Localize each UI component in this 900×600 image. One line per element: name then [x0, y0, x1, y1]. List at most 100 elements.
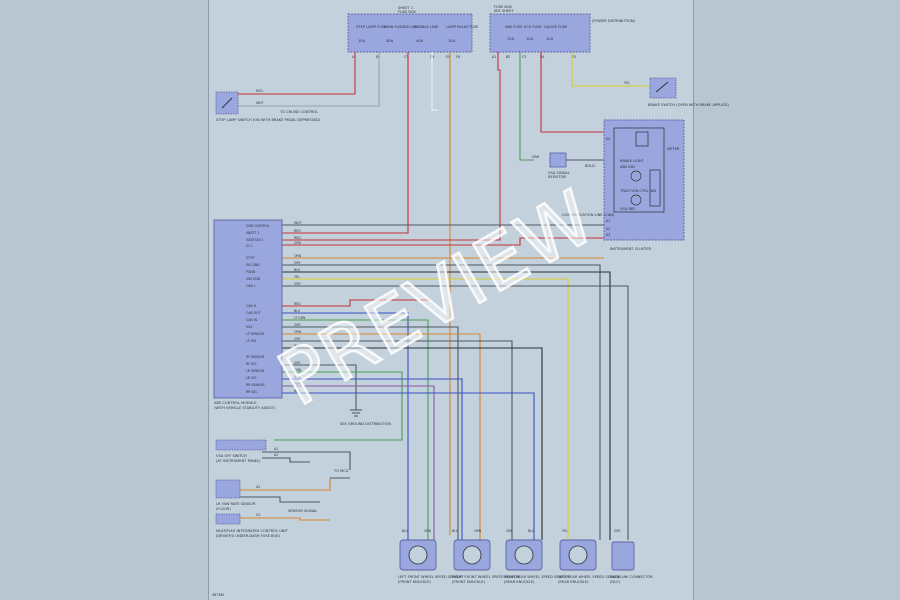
fuse-a-pin-5: E5: [446, 55, 450, 59]
wiring-diagram-sheet: [208, 0, 694, 600]
dlc-name: DATA LINK CONNECTOR: [610, 575, 653, 579]
resistor-name: VSA SIGNAL: [548, 171, 570, 175]
svg-text:PGND: PGND: [246, 270, 256, 274]
cluster-item-3: TRACTION CTRL IND: [619, 189, 656, 193]
fuse-a-2: MAIN FUSIBLE LINK 30A: [384, 25, 419, 43]
wheel-sensor-left-front[interactable]: LEFT FRONT WHEEL SPEED SENSOR (FRONT KNU…: [398, 539, 463, 584]
fuse-a-pin-6: F6: [456, 55, 460, 59]
fuse-box-a-title: SHEET 1: [398, 6, 413, 10]
wheel-sensor-rf-name: RIGHT FRONT WHEEL SPEED SENSOR: [452, 575, 520, 579]
abs-control-module[interactable]: ABS CONTROL MODULE (WITH VEHICLE STABILI…: [213, 219, 283, 410]
vsa-switch-sub: (AT INSTRUMENT PANEL): [216, 459, 261, 463]
to-mcu-label: TO MCU: [333, 469, 349, 473]
svg-text:ORN: ORN: [294, 330, 302, 334]
wire-label-wht-1: WHT: [256, 101, 264, 105]
vsa-off-switch[interactable]: VSA OFF SWITCH (AT INSTRUMENT PANEL): [215, 439, 267, 463]
svg-text:CAN H: CAN H: [246, 304, 257, 308]
svg-text:VBATT 1: VBATT 1: [246, 231, 259, 235]
vsa-signal-resistor[interactable]: VSA SIGNAL RESISTOR: [548, 152, 570, 179]
vsa-switch-label: VSA OFF SWITCH: [216, 454, 247, 458]
fuse-box-b[interactable]: FUSE BOX SEE SHEET ABS FUSE 15A ECU FUSE…: [489, 5, 636, 59]
cluster-title: INSTRUMENT CLUSTER: [610, 247, 651, 251]
svg-text:BLK: BLK: [294, 344, 301, 348]
wheel-sensor-right-rear[interactable]: RIGHT REAR WHEEL SPEED SENSOR (REAR KNUC…: [504, 539, 569, 584]
svg-text:10A: 10A: [526, 37, 534, 41]
multiplex-control-unit[interactable]: MULTIPLEX INTEGRATED CONTROL UNIT (DRIVE…: [215, 513, 289, 538]
bl-pin-g1: G1: [256, 513, 261, 517]
stop-lamp-switch[interactable]: STOP LAMP SWITCH (ON WITH BRAKE PEDAL DE…: [215, 91, 321, 122]
abs-module-pins: GND CONTROL VBATT 1 IGNITION 1 IG 2 STOP…: [246, 224, 270, 394]
svg-text:GRY: GRY: [506, 529, 512, 533]
svg-text:LR SIG: LR SIG: [246, 376, 257, 380]
svg-text:ABS FUSE: ABS FUSE: [505, 25, 523, 29]
data-link-connector[interactable]: DATA LINK CONNECTOR (DLC): [610, 541, 653, 584]
instrument-cluster[interactable]: BRAKE LIGHT ABS IND TRACTION CTRL IND VS…: [603, 119, 685, 251]
wheel-sensor-right-front[interactable]: RIGHT FRONT WHEEL SPEED SENSOR (FRONT KN…: [452, 539, 520, 584]
wire-stop-lamp-feed: [238, 52, 356, 95]
cluster-pin-3: A3: [606, 233, 610, 237]
svg-text:ORN: ORN: [474, 529, 482, 533]
sensor-coil-icon: [514, 545, 534, 565]
bl-pin-a1: A1: [274, 447, 278, 451]
svg-text:SIG GND: SIG GND: [246, 263, 260, 267]
wire-module-feed: [282, 52, 501, 241]
svg-text:GRY: GRY: [614, 529, 620, 533]
lr-yaw-sensor[interactable]: LR YAW RATE SENSOR (FLOOR): [215, 479, 256, 511]
svg-text:BLU: BLU: [402, 529, 409, 533]
svg-text:40A: 40A: [416, 39, 424, 43]
svg-text:10A: 10A: [448, 39, 456, 43]
can-line-label: COMMUNICATION LINE (CAN): [562, 213, 615, 217]
wheel-sensor-lf-sub: (FRONT KNUCKLE): [398, 580, 432, 584]
svg-text:BLU: BLU: [294, 389, 301, 393]
svg-text:GRY: GRY: [294, 261, 300, 265]
brake-switch-label: BRAKE SWITCH (OPEN WITH BRAKE APPLIED): [648, 103, 729, 107]
svg-text:PRPL: PRPL: [294, 382, 302, 386]
fuse-box-b-note: (POWER DISTRIBUTION): [592, 19, 636, 23]
wheel-sensor-rr-sub: (REAR KNUCKLE): [504, 580, 535, 584]
abs-indicator-icon: [630, 170, 642, 182]
ground-symbol: SEE GROUND DISTRIBUTION: [340, 409, 391, 426]
fuse-b-pin-2: B2: [506, 55, 510, 59]
wheel-sensor-left-rear[interactable]: LEFT REAR WHEEL SPEED SENSOR (REAR KNUCK…: [558, 539, 621, 584]
page-ref: SB7380: [212, 593, 224, 597]
cluster-pin-2: A2: [606, 227, 610, 231]
svg-text:ORN: ORN: [294, 254, 302, 258]
brake-switch[interactable]: BRAKE SWITCH (OPEN WITH BRAKE APPLIED): [648, 77, 729, 107]
svg-text:GRY: GRY: [294, 282, 300, 286]
preview-watermark: PREVIEW: [265, 174, 610, 423]
bold-label: BOLD: [585, 164, 595, 168]
svg-text:STOP: STOP: [246, 256, 254, 260]
abs-module-name: ABS CONTROL MODULE: [214, 401, 257, 405]
svg-text:GRY: GRY: [294, 323, 300, 327]
svg-text:RR SENSOR: RR SENSOR: [246, 383, 265, 387]
svg-text:LAMP RELAY FUSE: LAMP RELAY FUSE: [446, 25, 479, 29]
svg-text:MAIN FUSIBLE LINK: MAIN FUSIBLE LINK: [384, 25, 419, 29]
wire-label-grn-1: GRN: [532, 155, 540, 159]
fuse-a-1: STEP LAMP FUSE 10A: [356, 25, 387, 43]
brake-light-icon: [635, 131, 649, 147]
svg-text:LF SENSOR: LF SENSOR: [246, 332, 265, 336]
fuse-b-1: ABS FUSE 15A: [505, 25, 523, 41]
svg-text:LF SIG: LF SIG: [246, 339, 257, 343]
dlc-sub: (DLC): [610, 580, 621, 584]
svg-text:YEL: YEL: [294, 275, 300, 279]
wheel-sensor-lr-sub: (REAR KNUCKLE): [558, 580, 589, 584]
cluster-item-4: VSA IND: [620, 207, 635, 211]
cluster-side-label: METER: [667, 147, 680, 151]
wire-cluster-feed: [540, 52, 604, 133]
svg-text:RED: RED: [294, 302, 301, 306]
svg-text:10A: 10A: [546, 37, 554, 41]
fuse-box-b-title: FUSE BOX: [494, 5, 512, 9]
bl-pin-a3: A3: [256, 485, 260, 489]
wire-green-b: [519, 52, 534, 161]
sensor-wire-labels: BLU GRN BLU ORN GRY BLU YEL GRY: [402, 529, 620, 533]
svg-text:RF SENSOR: RF SENSOR: [246, 355, 265, 359]
wire-label-yel-1: YEL: [624, 81, 630, 85]
fuse-a-pin-2: B2: [376, 55, 380, 59]
svg-text:BLU: BLU: [294, 309, 301, 313]
to-cruise-control-label: TO CRUISE CONTROL: [279, 110, 318, 114]
svg-text:RR SIG: RR SIG: [246, 390, 257, 394]
wheel-sensor-rf-sub: (FRONT KNUCKLE): [452, 580, 486, 584]
fuse-box-a[interactable]: SHEET 1 FUSE BOX STEP LAMP FUSE 10A MAIN…: [347, 6, 479, 59]
svg-text:BLU: BLU: [452, 529, 459, 533]
